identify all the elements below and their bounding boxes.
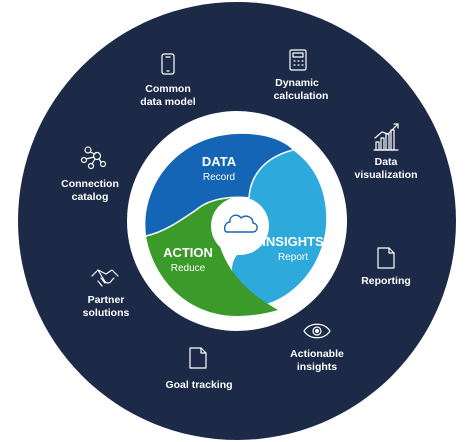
partner-solutions-label-line1: Partner bbox=[88, 294, 125, 306]
common-data-model-label-line2: data model bbox=[140, 96, 196, 108]
segment-divider-1 bbox=[248, 149, 294, 199]
insights-segment-title: INSIGHTS bbox=[262, 234, 324, 249]
common-data-model-label-line1: Common bbox=[145, 83, 191, 95]
eye-icon bbox=[303, 323, 331, 339]
feature-dynamic-calculation: Dynamic calculation bbox=[274, 49, 329, 102]
calculator-icon bbox=[289, 49, 307, 71]
handshake-icon bbox=[91, 269, 119, 287]
action-segment bbox=[146, 197, 278, 316]
actionable-insights-label-line2: insights bbox=[297, 361, 337, 373]
actionable-insights-label-line1: Actionable bbox=[290, 348, 344, 360]
data-segment-subtitle: Record bbox=[203, 172, 235, 183]
feature-reporting: Reporting bbox=[361, 247, 411, 287]
connection-catalog-label-line1: Connection bbox=[61, 178, 119, 190]
feature-actionable-insights: Actionable insights bbox=[290, 323, 344, 373]
segment-divider-2 bbox=[145, 196, 250, 237]
insights-segment bbox=[232, 150, 327, 306]
connection-catalog-label-line2: catalog bbox=[72, 191, 109, 203]
feature-connection-catalog: Connection catalog bbox=[61, 146, 119, 203]
data-visualization-label-line1: Data bbox=[375, 156, 398, 168]
reporting-label: Reporting bbox=[361, 275, 411, 287]
data-segment-title: DATA bbox=[202, 154, 237, 169]
document-icon bbox=[189, 347, 207, 369]
data-segment bbox=[145, 133, 293, 236]
feature-goal-tracking: Goal tracking bbox=[165, 347, 233, 391]
action-segment-subtitle: Reduce bbox=[171, 263, 206, 274]
hub-circle bbox=[211, 197, 269, 255]
data-visualization-label-line2: visualization bbox=[354, 169, 417, 181]
network-icon bbox=[80, 146, 107, 170]
dynamic-calculation-label-line1: Dynamic bbox=[275, 77, 319, 89]
insights-segment-subtitle: Report bbox=[278, 252, 308, 263]
dynamic-calculation-label-line2: calculation bbox=[274, 90, 329, 102]
action-segment-title: ACTION bbox=[163, 245, 213, 260]
feature-common-data-model: Common data model bbox=[140, 53, 196, 108]
partner-solutions-label-line2: solutions bbox=[83, 307, 130, 319]
feature-data-visualization: Data visualization bbox=[354, 123, 418, 181]
phone-icon bbox=[161, 53, 175, 75]
feature-partner-solutions: Partner solutions bbox=[83, 269, 130, 319]
bar-chart-icon bbox=[373, 123, 399, 151]
cloud-icon bbox=[223, 214, 258, 233]
document-icon bbox=[377, 247, 395, 269]
goal-tracking-label: Goal tracking bbox=[165, 379, 232, 391]
cycle-swirl: DATA Record INSIGHTS Report ACTION Reduc… bbox=[145, 133, 327, 316]
